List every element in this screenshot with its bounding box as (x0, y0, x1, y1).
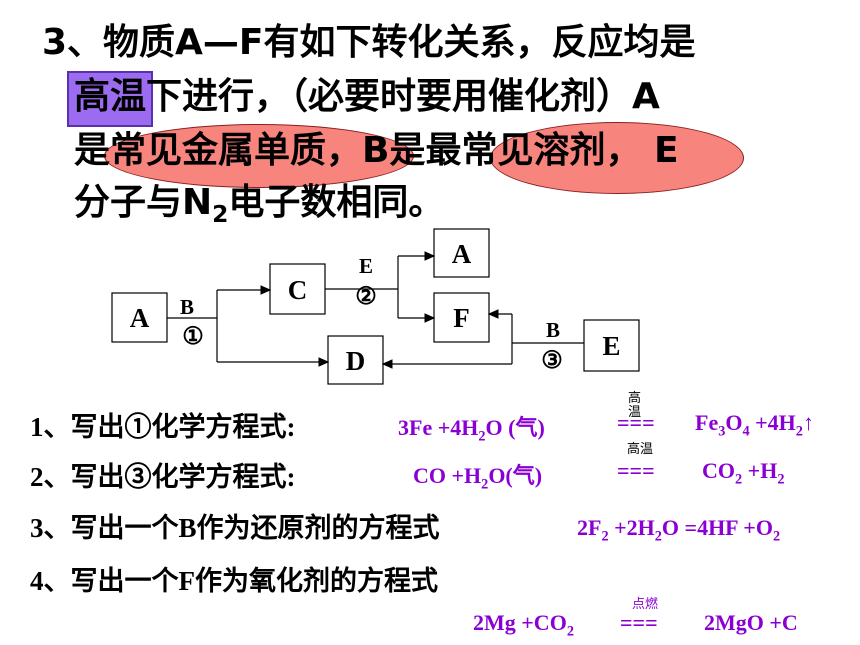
eq-sub: 2 (772, 528, 781, 545)
eq-text: +4H (749, 410, 796, 435)
problem-line-2: 高温下进行，（必要时要用催化剂）A (74, 74, 660, 120)
eq-text: +2H (608, 515, 655, 540)
eq-sub: 2 (566, 623, 574, 640)
text-segment: 分子与N (74, 182, 213, 223)
keyword-high-temp: 高温 (74, 76, 147, 117)
highlight-ellipse-metal (104, 124, 414, 188)
problem-line-3: 是常见金属单质，B是最常见溶剂， E (74, 128, 679, 174)
box-c-label: C (288, 275, 308, 305)
question-2: 2、写出③化学方程式: (30, 462, 296, 492)
question-3: 3、写出一个B作为还原剂的方程式 (30, 513, 440, 543)
equation-4-lhs: 2Mg +CO2 (473, 610, 574, 640)
step-3-marker: ③ (541, 348, 563, 374)
problem-line-1: 3、物质A—F有如下转化关系，反应均是 (42, 22, 696, 63)
equation-2-sign: === (617, 458, 655, 483)
keyword-solvent: 最常见溶剂， (425, 130, 642, 171)
question-1: 1、写出①化学方程式: (30, 412, 296, 442)
eq-sub: 2 (478, 428, 486, 445)
keyword-metal: 常见金属单质， (110, 130, 363, 171)
eq-text: O (气) (485, 415, 545, 440)
step-2-marker: ② (355, 284, 377, 310)
problem-line-2-rest: 下进行，（必要时要用催化剂）A (146, 76, 660, 117)
box-e (583, 319, 640, 372)
eq-sub: 2 (654, 528, 662, 545)
arrow-label-b1: B (180, 295, 194, 319)
equation-1-condition: 高温 (628, 391, 642, 420)
equation-2-lhs: CO +H2O(气) (413, 458, 542, 493)
box-a-right-label: A (452, 239, 472, 269)
eq-text: O(气) (488, 463, 543, 488)
eq-text: ↑ (802, 410, 814, 435)
question-4: 4、写出一个F作为氧化剂的方程式 (30, 566, 438, 596)
eq-sub: 2 (795, 423, 803, 440)
equation-2-rhs: CO2 +H2 (702, 458, 784, 488)
eq-text: 2F (577, 515, 602, 540)
text-segment: E (654, 130, 679, 171)
eq-sub: 2 (735, 471, 743, 488)
eq-text: +H (742, 458, 778, 483)
arrow-label-e: E (359, 254, 373, 278)
equation-3: 2F2 +2H2O =4HF +O2 (577, 515, 780, 545)
eq-text: 2Mg +CO (473, 610, 567, 635)
eq-text: 3Fe +4H (398, 415, 479, 440)
equation-2-condition: 高温 (627, 442, 654, 457)
equation-4-condition: 点燃 (632, 597, 659, 612)
eq-sub: 2 (601, 528, 609, 545)
eq-text: Fe (695, 410, 719, 435)
eq-sub: 4 (742, 423, 750, 440)
equation-4-rhs: 2MgO +C (704, 610, 798, 635)
equation-1-rhs: Fe3O4 +4H2↑ (695, 410, 814, 440)
text-segment: B是 (362, 130, 426, 171)
highlight-ellipse-solvent (490, 122, 744, 194)
step-1-marker: ① (182, 324, 204, 350)
box-e-label: E (602, 331, 620, 361)
eq-sub: 2 (777, 471, 785, 488)
equation-1-lhs: 3Fe +4H2O (气) (398, 410, 545, 445)
text-segment: 电子数相同。 (228, 182, 445, 223)
eq-text: O (725, 410, 743, 435)
equation-4-sign: === (620, 610, 658, 635)
box-a-left-label: A (130, 303, 150, 333)
eq-text: CO (702, 458, 735, 483)
subscript: 2 (212, 200, 229, 229)
eq-text: CO +H (413, 463, 482, 488)
eq-text: O =4HF +O (661, 515, 773, 540)
eq-sub: 2 (481, 476, 489, 493)
equation-1-sign: === (617, 410, 655, 435)
eq-sub: 3 (718, 423, 726, 440)
text-segment: 是 (74, 130, 111, 171)
box-f-label: F (453, 303, 470, 333)
arrow-label-b3: B (546, 318, 560, 342)
box-d-label: D (346, 346, 366, 376)
problem-line-4: 分子与N2电子数相同。 (74, 180, 444, 237)
highlight-box (67, 71, 153, 127)
